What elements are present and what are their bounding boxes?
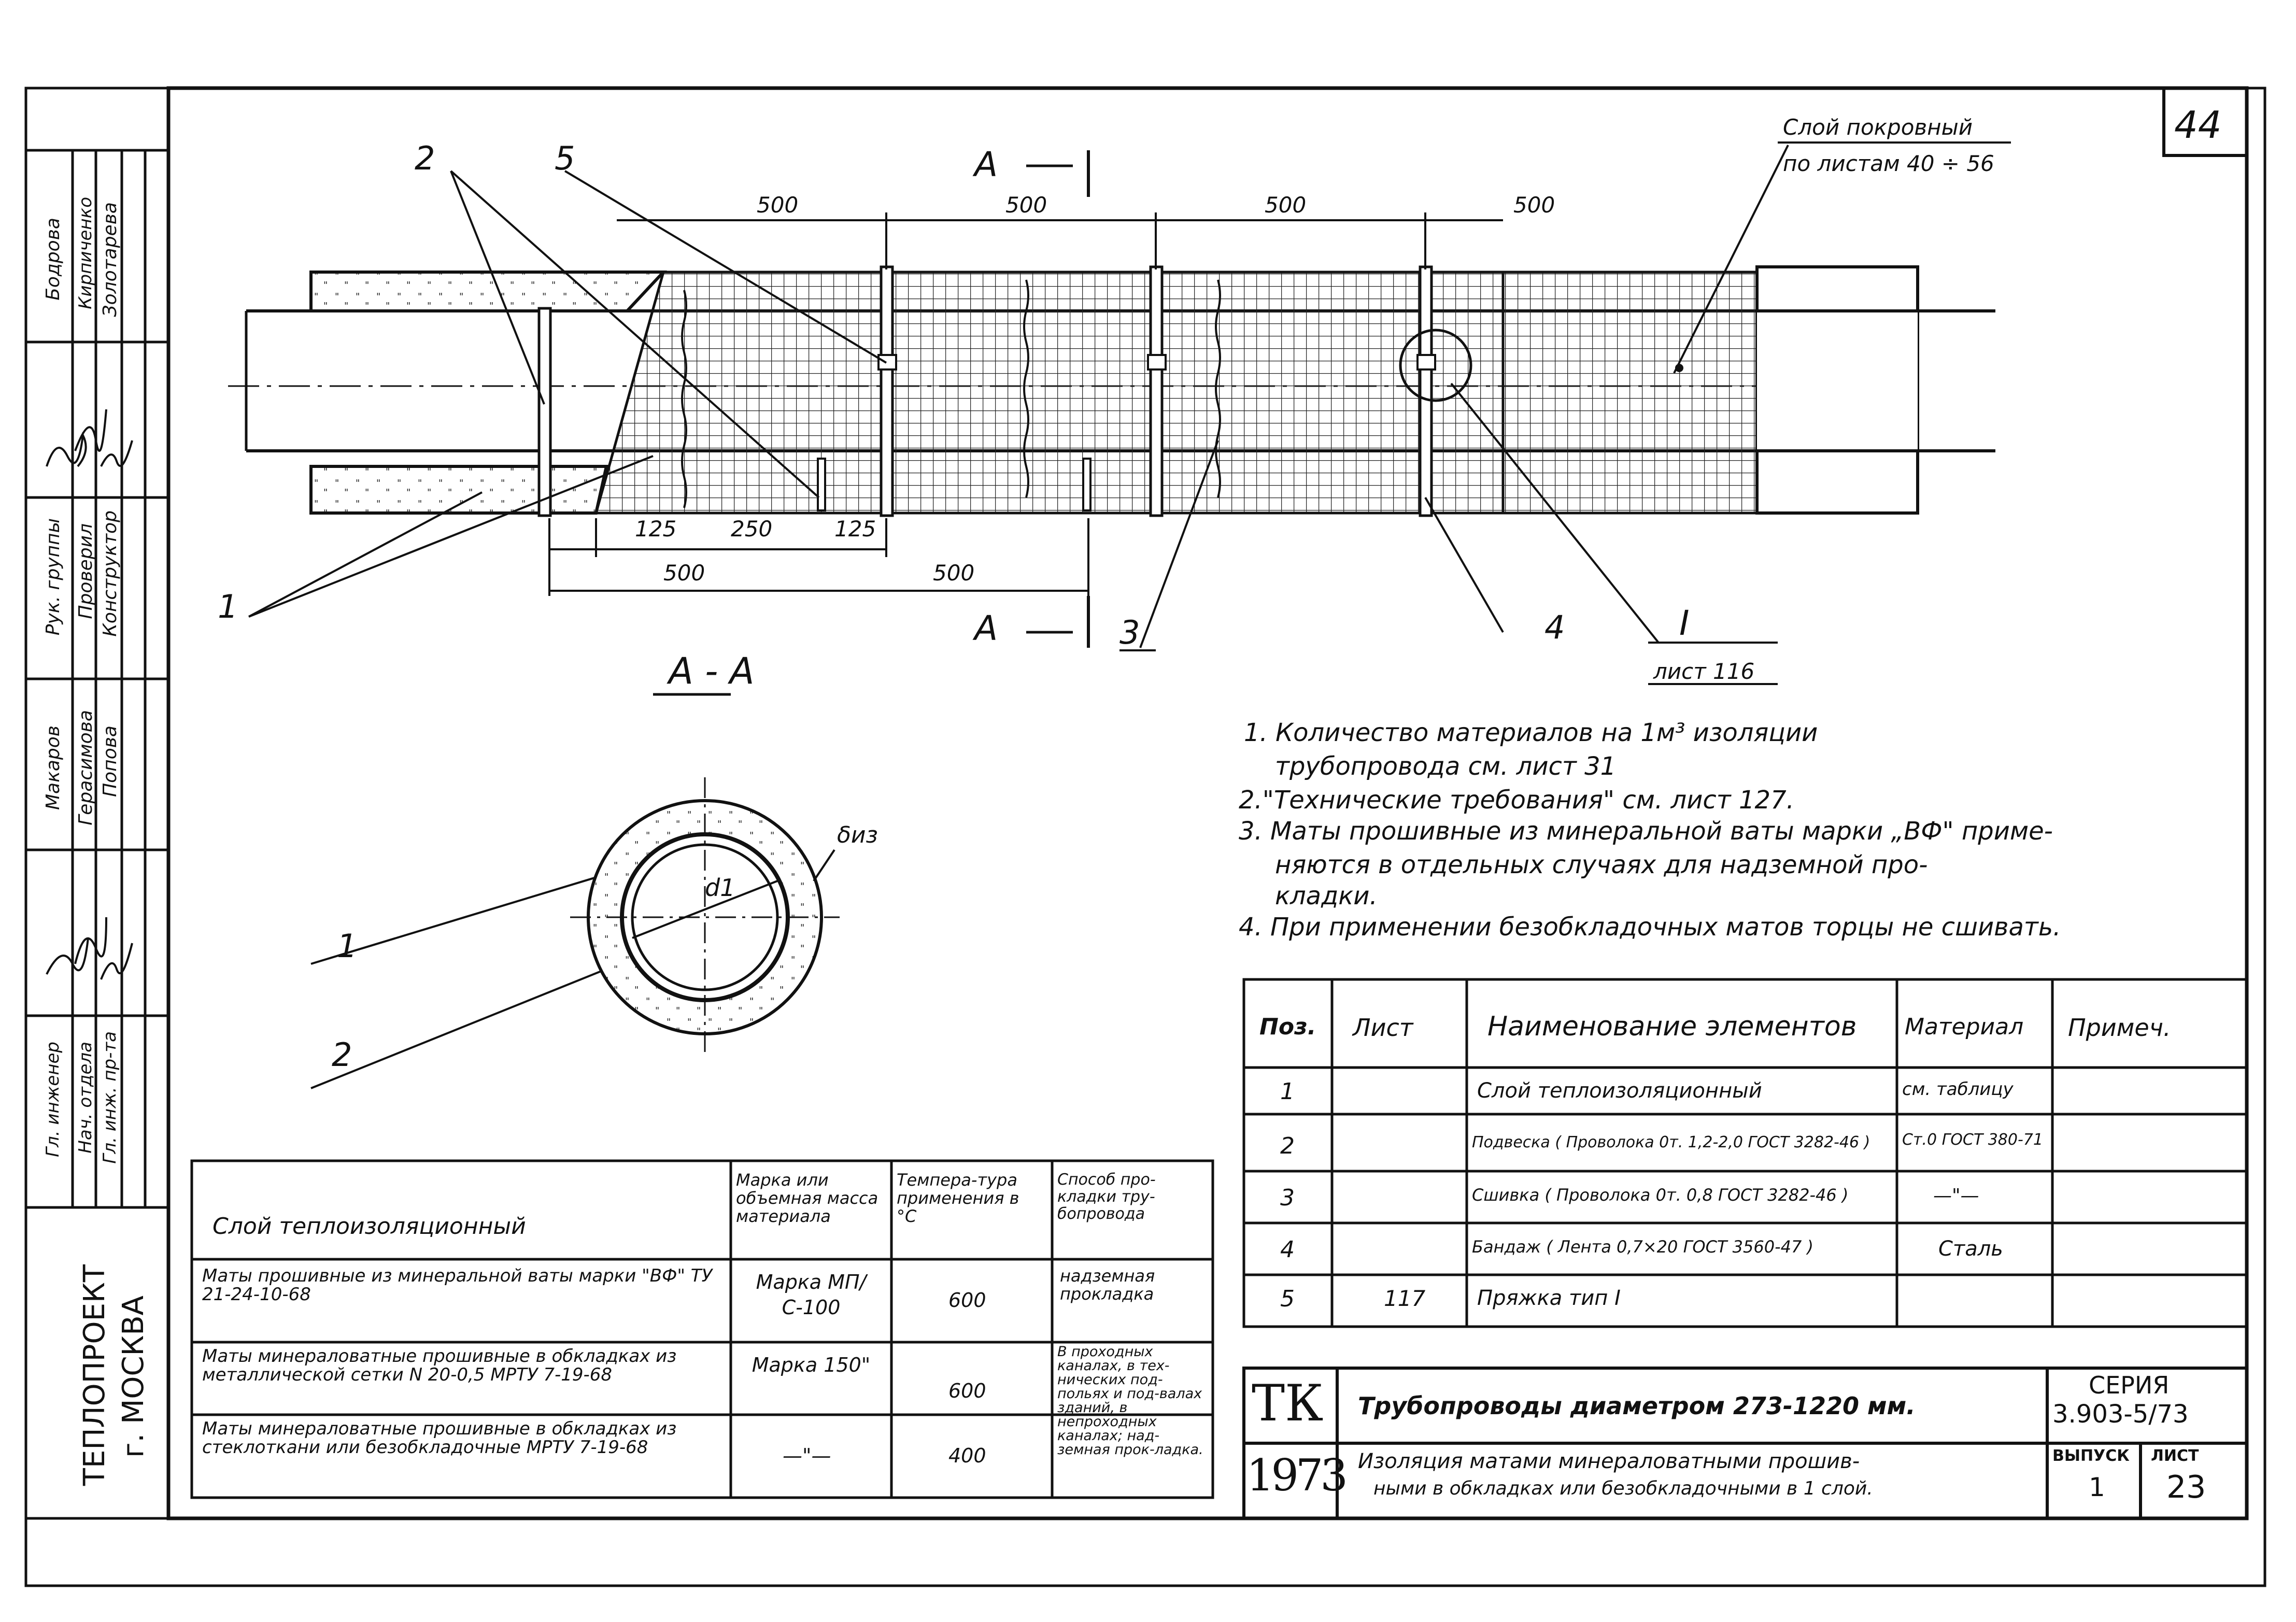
section-leader-2: 2 xyxy=(332,1036,352,1074)
spec-row-4-material: Сталь xyxy=(1938,1237,2003,1261)
spec-table-grid xyxy=(1242,978,2248,1328)
dim-bottom-small-3: 125 xyxy=(834,516,876,542)
layer-header-layer: Слой теплоизоляционный xyxy=(212,1213,526,1240)
spec-row-1-material: см. таблицу xyxy=(1902,1079,2014,1100)
leader-label-5: 5 xyxy=(555,139,575,177)
section-aa-ring xyxy=(570,777,840,1057)
title-line-1: Трубопроводы диаметром 273-1220 мм. xyxy=(1358,1392,1916,1420)
spec-row-5-name: Пряжка тип I xyxy=(1477,1286,1621,1310)
note-line-3: 2."Технические требования" см. лист 127. xyxy=(1239,786,1794,815)
side-org: ТЕПЛОПРОЕКТ xyxy=(78,1264,111,1486)
layer-row-2-method: В проходных каналах, в тех-нических под-… xyxy=(1057,1344,1203,1458)
sheet-value: 23 xyxy=(2166,1469,2206,1505)
series-label: СЕРИЯ xyxy=(2089,1371,2170,1399)
inner-diameter-label: d1 xyxy=(705,874,735,902)
sheet-label: ЛИСТ xyxy=(2151,1447,2199,1465)
layer-row-3-name: Маты минераловатные прошивные в обкладка… xyxy=(202,1418,677,1458)
layer-row-2-temp: 600 xyxy=(948,1379,986,1402)
title-line-3: ными в обкладках или безобкладочными в 1… xyxy=(1373,1478,1873,1499)
leader-label-2: 2 xyxy=(415,139,435,177)
section-leader-1: 1 xyxy=(337,927,358,965)
spec-row-2-material: Ст.0 ГОСТ 380-71 xyxy=(1902,1131,2043,1149)
section-title: A - A xyxy=(669,650,755,692)
layer-header-brand: Марка или объемная масса материала xyxy=(736,1170,878,1227)
spec-header-note: Примеч. xyxy=(2068,1014,2171,1042)
spec-row-5-sheet: 117 xyxy=(1384,1286,1426,1311)
note-line-5: няются в отдельных случаях для надземной… xyxy=(1275,850,1928,879)
spec-header-sheet: Лист xyxy=(1353,1014,1413,1042)
leader-label-4: 4 xyxy=(1544,608,1565,646)
dimension-lines xyxy=(548,150,1503,648)
layer-row-2-name: Маты минераловатные прошивные в обкладка… xyxy=(202,1346,677,1385)
spec-row-1-name: Слой теплоизоляционный xyxy=(1477,1079,1762,1103)
layer-row-1-brand: Марка МП/С-100 xyxy=(756,1271,867,1319)
spec-row-3-name: Сшивка ( Проволока 0т. 0,8 ГОСТ 3282-46 … xyxy=(1472,1185,1849,1205)
note-line-7: 4. При применении безобкладочных матов т… xyxy=(1239,913,2061,942)
spec-header-pos: Поз. xyxy=(1259,1014,1316,1040)
layer-row-1-name: Маты прошивные из минеральной ваты марки… xyxy=(202,1265,713,1305)
insulation-thickness-label: δиз xyxy=(837,822,878,848)
issue-label: ВЫПУСК xyxy=(2052,1447,2130,1465)
spec-header-name: Наименование элементов xyxy=(1487,1011,1857,1042)
spec-row-1-pos: 1 xyxy=(1280,1078,1295,1105)
sheet-number: 44 xyxy=(2174,103,2222,147)
dim-top-4: 500 xyxy=(1513,192,1555,218)
leader-label-3: 3 xyxy=(1119,614,1140,651)
section-mark-top: A xyxy=(974,145,998,184)
layer-row-2-brand: Марка 150" xyxy=(752,1354,871,1376)
cover-layer-label-2: по листам 40 ÷ 56 xyxy=(1783,151,1994,176)
title-block-grid xyxy=(1242,1367,2248,1520)
note-line-1: 1. Количество материалов на 1м³ изоляции xyxy=(1244,718,1818,747)
side-city: г. МОСКВА xyxy=(117,1296,150,1458)
detail-reference: лист 116 xyxy=(1653,659,1755,684)
spec-row-4-name: Бандаж ( Лента 0,7×20 ГОСТ 3560-47 ) xyxy=(1472,1237,1813,1257)
issue-value: 1 xyxy=(2089,1472,2105,1502)
spec-row-5-pos: 5 xyxy=(1280,1286,1295,1312)
leader-label-I: I xyxy=(1679,603,1690,643)
layer-row-1-temp: 600 xyxy=(948,1289,986,1312)
note-line-2: трубопровода см. лист 31 xyxy=(1275,752,1617,781)
spec-header-material: Материал xyxy=(1905,1014,2024,1040)
spec-row-2-pos: 2 xyxy=(1280,1133,1295,1159)
note-line-6: кладки. xyxy=(1275,881,1378,910)
dim-bottom-2: 500 xyxy=(933,560,975,586)
sheet-number-box xyxy=(2162,87,2248,157)
dim-bottom-small-2: 250 xyxy=(731,516,773,542)
dim-top-3: 500 xyxy=(1265,192,1307,218)
section-mark-bottom: A xyxy=(974,608,998,648)
spec-row-2-name: Подвеска ( Проволока 0т. 1,2-2,0 ГОСТ 32… xyxy=(1472,1133,1870,1151)
pipe-elevation xyxy=(228,265,1995,517)
layer-row-1-method: надземная прокладка xyxy=(1060,1266,1155,1304)
spec-row-3-pos: 3 xyxy=(1280,1185,1295,1211)
dim-top-1: 500 xyxy=(757,192,799,218)
signatures xyxy=(46,409,133,980)
layer-row-3-brand: —"— xyxy=(783,1444,831,1467)
cover-layer-label-1: Слой покровный xyxy=(1783,115,1973,140)
note-line-4: 3. Маты прошивные из минеральной ваты ма… xyxy=(1239,817,2053,846)
spec-row-4-pos: 4 xyxy=(1280,1236,1295,1263)
leader-lines xyxy=(248,141,2011,1089)
layer-header-method: Способ про-кладки тру-бопровода xyxy=(1057,1171,1156,1223)
dim-bottom-small-1: 125 xyxy=(635,516,677,542)
title-line-2: Изоляция матами минераловатными прошив- xyxy=(1358,1449,1860,1473)
title-logo-bottom: 1973 xyxy=(1246,1450,1348,1501)
layer-header-temp: Темпера-тура применения в °С xyxy=(897,1170,1019,1227)
leader-label-1: 1 xyxy=(218,588,238,625)
layer-row-3-temp: 400 xyxy=(948,1444,986,1467)
title-logo-top: ТК xyxy=(1252,1374,1324,1432)
side-stamp-grid xyxy=(24,87,170,1520)
layer-table-grid xyxy=(190,1159,1214,1499)
series-value: 3.903-5/73 xyxy=(2052,1400,2189,1429)
spec-row-3-material: —"— xyxy=(1933,1185,1979,1206)
dim-bottom-1: 500 xyxy=(663,560,705,586)
dim-top-2: 500 xyxy=(1005,192,1047,218)
